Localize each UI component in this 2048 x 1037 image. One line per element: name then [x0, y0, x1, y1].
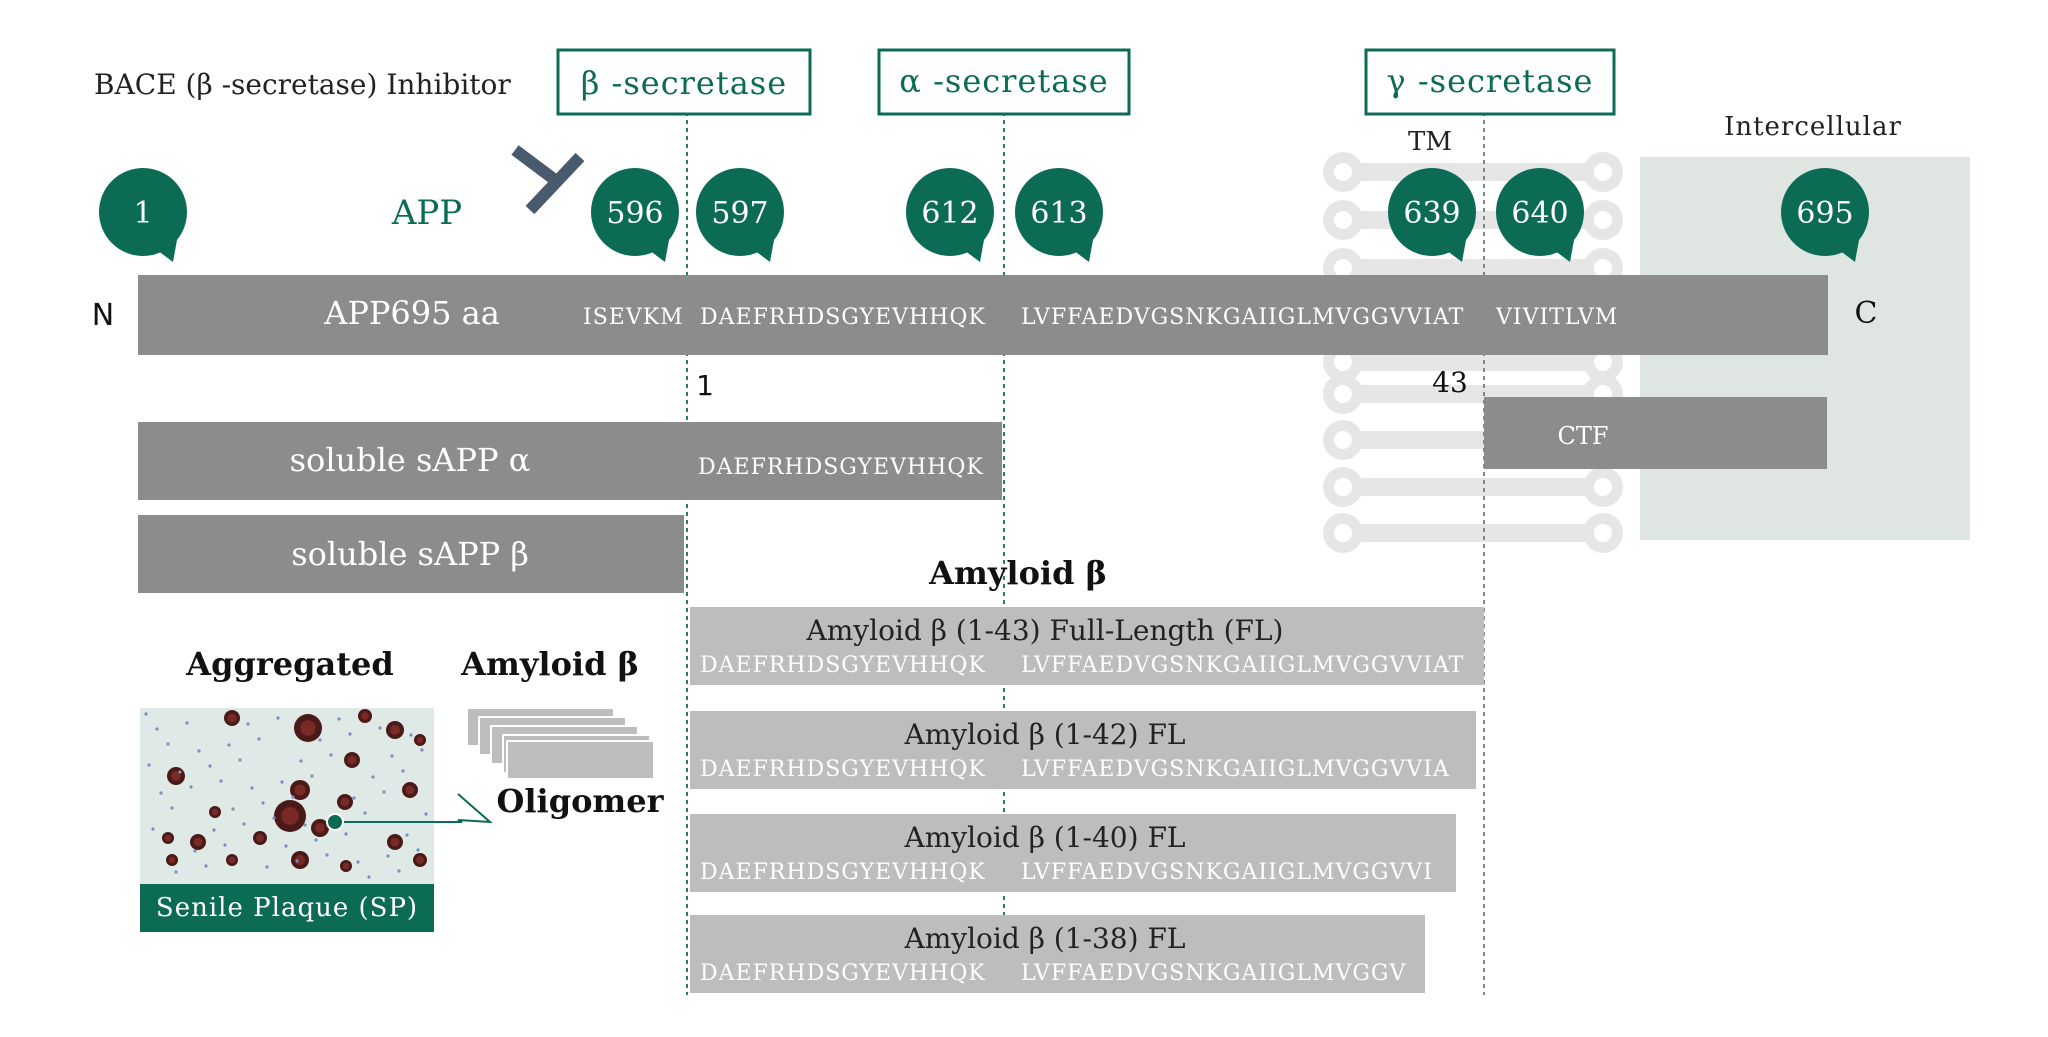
oligomer-stack-icon — [466, 707, 655, 780]
amyloid-peptide-seq-b: LVFFAEDVGSNKGAIIGLMVGGVVIAT — [1021, 653, 1464, 678]
residue-markers: 1 596 597 612 613 639 640 695 — [99, 168, 1869, 262]
ctf-label: CTF — [1557, 422, 1608, 450]
amyloid-peptide-seq-a: DAEFRHDSGYEVHHQK — [700, 860, 986, 885]
amyloid-peptide-title: Amyloid β (1-42) FL — [904, 718, 1186, 751]
amyloid-beta-label: Amyloid β — [460, 645, 639, 683]
alpha-secretase-label: α -secretase — [899, 62, 1108, 100]
amyloid-peptide-title: Amyloid β (1-40) FL — [904, 821, 1186, 854]
amyloid-peptide-list: Amyloid β (1-43) Full-Length (FL) DAEFRHD… — [690, 607, 1484, 993]
residue-marker-613: 613 — [1015, 168, 1103, 262]
svg-text:612: 612 — [921, 196, 978, 231]
amyloid-peptide-seq-b: LVFFAEDVGSNKGAIIGLMVGGVVIA — [1021, 757, 1450, 782]
senile-plaque-caption: Senile Plaque (SP) — [156, 893, 418, 923]
residue-marker-597: 597 — [696, 168, 784, 262]
amyloid-peptide-row: Amyloid β (1-40) FL DAEFRHDSGYEVHHQK LVFFA… — [690, 814, 1456, 892]
amyloid-peptide-seq-b: LVFFAEDVGSNKGAIIGLMVGGV — [1021, 961, 1407, 986]
amyloid-heading: Amyloid β — [928, 554, 1107, 592]
c-terminal-label: C — [1855, 296, 1878, 331]
sapp-alpha-bar — [138, 422, 1002, 500]
oligomer-callout — [326, 793, 493, 831]
svg-text:613: 613 — [1030, 196, 1087, 231]
ctf-bar — [1484, 397, 1827, 469]
amyloid-peptide-row: Amyloid β (1-38) FL DAEFRHDSGYEVHHQK LVFFA… — [690, 915, 1425, 993]
amyloid-peptide-row: Amyloid β (1-43) Full-Length (FL) DAEFRHD… — [690, 607, 1484, 685]
amyloid-peptide-seq-a: DAEFRHDSGYEVHHQK — [700, 961, 986, 986]
amyloid-peptide-seq-b: LVFFAEDVGSNKGAIIGLMVGGVVI — [1021, 860, 1433, 885]
beta-secretase-box — [556, 48, 812, 116]
abeta-start-marker: 1 — [696, 369, 714, 402]
senile-plaque-image — [140, 708, 434, 884]
inhibitor-icon — [511, 145, 585, 215]
oligomer-label: Oligomer — [497, 782, 665, 820]
amyloid-peptide-seq-a: DAEFRHDSGYEVHHQK — [700, 653, 986, 678]
sapp-alpha-seq: DAEFRHDSGYEVHHQK — [698, 455, 984, 480]
residue-marker-640: 640 — [1496, 168, 1584, 262]
svg-text:1: 1 — [133, 196, 152, 231]
amyloid-peptide-title: Amyloid β (1-38) FL — [904, 922, 1186, 955]
residue-marker-1: 1 — [99, 168, 187, 262]
residue-marker-639: 639 — [1388, 168, 1476, 262]
app-seq-lvff: LVFFAEDVGSNKGAIIGLMVGGVVIAT — [1021, 305, 1464, 330]
svg-text:695: 695 — [1796, 196, 1853, 231]
amyloid-peptide-title: Amyloid β (1-43) Full-Length (FL) — [806, 614, 1284, 647]
sapp-beta-bar — [138, 515, 684, 593]
residue-marker-612: 612 — [906, 168, 994, 262]
residue-marker-596: 596 — [591, 168, 679, 262]
sapp-alpha-label: soluble sAPP α — [290, 441, 531, 479]
app-seq-daefr: DAEFRHDSGYEVHHQK — [700, 305, 986, 330]
alpha-secretase-box — [877, 48, 1131, 116]
app695-bar — [138, 275, 1828, 355]
app-label: APP — [391, 193, 462, 233]
app-seq-isevkm: ISEVKM — [583, 305, 684, 330]
amyloid-peptide-row: Amyloid β (1-42) FL DAEFRHDSGYEVHHQK LVFFA… — [690, 711, 1476, 789]
intercellular-label: Intercellular — [1724, 112, 1902, 142]
n-terminal-label: N — [92, 298, 114, 333]
beta-secretase-label: β -secretase — [581, 64, 787, 102]
gamma-secretase-box — [1364, 48, 1616, 116]
svg-text:639: 639 — [1403, 196, 1460, 231]
app695-label: APP695 aa — [323, 294, 500, 332]
tm-label: TM — [1408, 127, 1452, 157]
svg-text:597: 597 — [711, 196, 768, 231]
sapp-beta-label: soluble sAPP β — [291, 535, 529, 573]
abeta-end-marker: 43 — [1432, 366, 1468, 399]
gamma-secretase-label: γ -secretase — [1387, 62, 1594, 100]
app-seq-vivit: VIVITLVM — [1495, 305, 1618, 330]
residue-marker-695: 695 — [1781, 168, 1869, 262]
svg-text:596: 596 — [606, 196, 663, 231]
senile-plaque-caption-box — [140, 884, 434, 932]
svg-text:640: 640 — [1511, 196, 1568, 231]
aggregated-label: Aggregated — [185, 645, 393, 683]
bace-inhibitor-label: BACE (β -secretase) Inhibitor — [94, 68, 511, 101]
amyloid-peptide-seq-a: DAEFRHDSGYEVHHQK — [700, 757, 986, 782]
